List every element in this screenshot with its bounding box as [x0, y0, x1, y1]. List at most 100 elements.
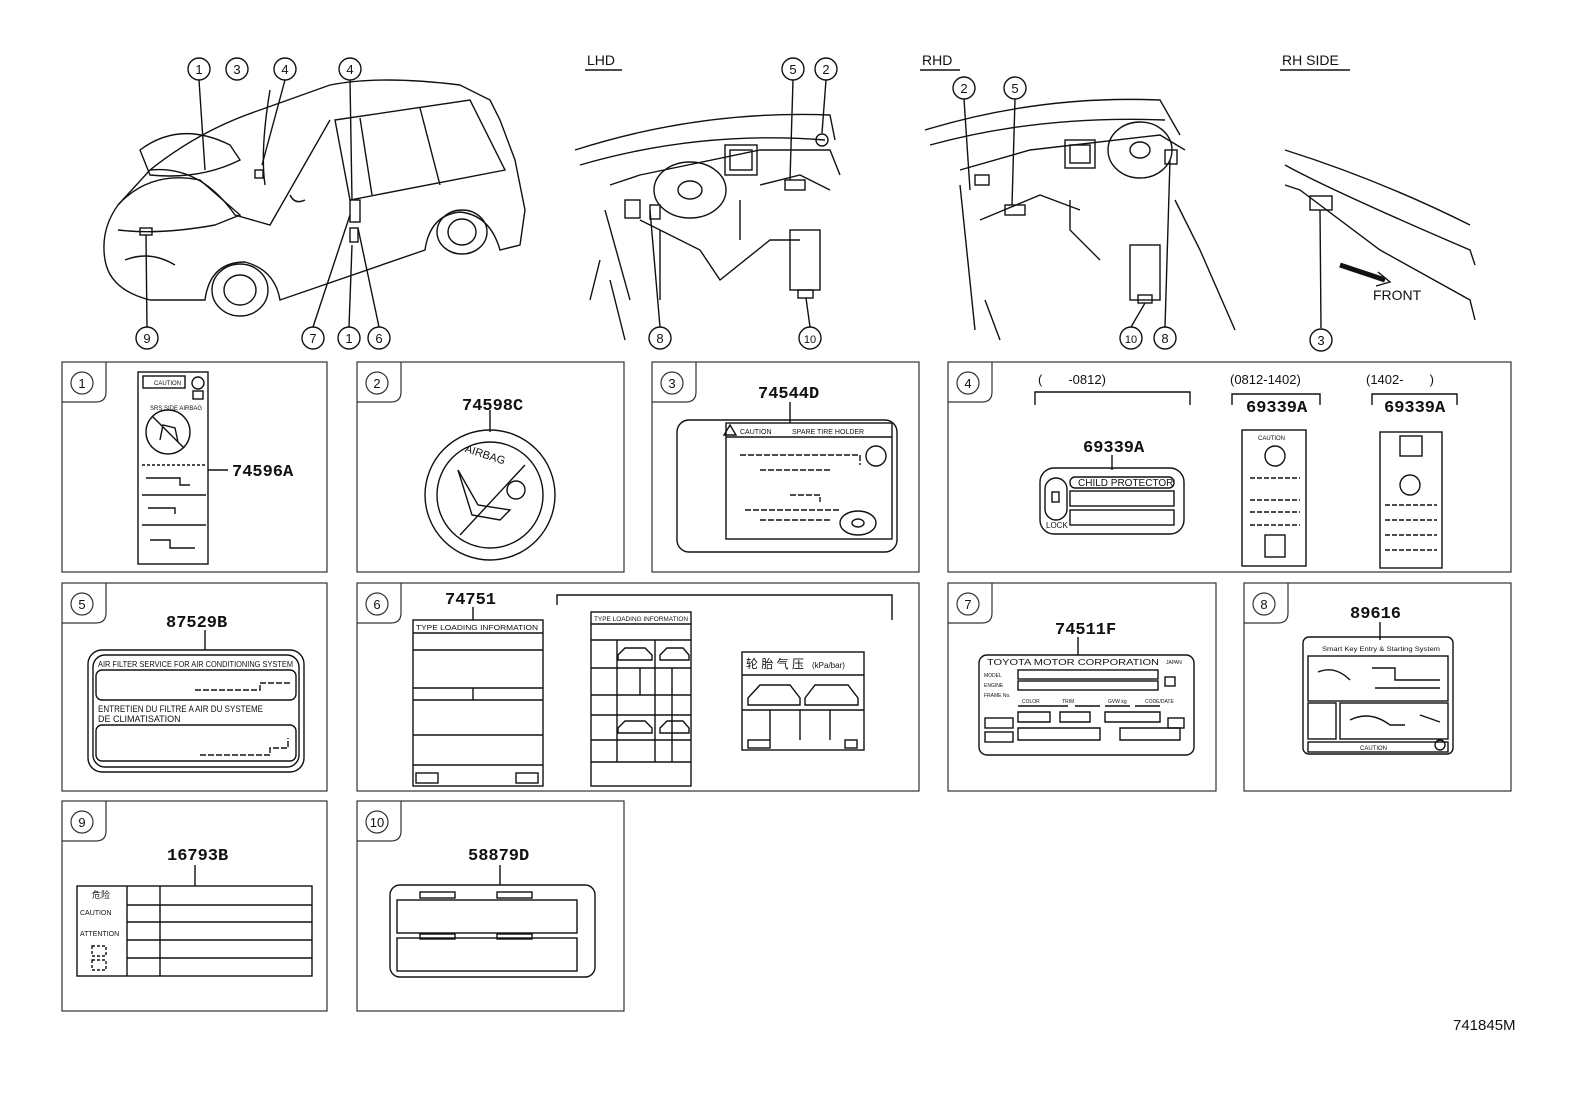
panel-number-p4: 4: [964, 376, 971, 391]
panel-p1: 1: [61, 361, 328, 573]
callout-10: 10: [798, 326, 822, 350]
footer-code: 741845M: [1453, 1017, 1516, 1034]
callout-2: 2: [952, 76, 976, 100]
panel-p2: 2: [356, 361, 625, 573]
p7-color-text: COLOR: [1022, 699, 1040, 705]
svg-text:5: 5: [1011, 81, 1018, 96]
svg-text:8: 8: [656, 331, 663, 346]
callout-7: 7: [301, 326, 325, 350]
p4-range-a: ( -0812): [1038, 372, 1106, 387]
p4-part-number-a: 69339A: [1083, 439, 1145, 458]
p7-engine-text: ENGINE: [984, 683, 1004, 689]
front-label: FRONT: [1373, 287, 1422, 303]
callout-10: 10: [1119, 326, 1143, 350]
p7-gvw-text: GVW kg: [1108, 699, 1127, 705]
label-74751: [412, 594, 893, 787]
p2-seal-text: AIRBAG: [463, 443, 506, 467]
p10-part-number: 58879D: [468, 847, 529, 866]
lhd-label: LHD: [587, 52, 615, 68]
p4-part-number-c: 69339A: [1384, 399, 1446, 418]
leader-line: [1164, 159, 1171, 328]
label-16793B: [76, 865, 313, 977]
p4-range-b: (0812-1402): [1230, 372, 1301, 387]
p4-lock-text: LOCK: [1046, 521, 1068, 530]
p9-part-number: 16793B: [167, 847, 228, 866]
view-titles: LHD RHD RH SIDE FRONT: [585, 52, 1422, 303]
label-89616: [1302, 622, 1454, 755]
label-74598C: [424, 410, 556, 561]
p9-attention-text: ATTENTION: [80, 931, 119, 938]
panel-number-p8: 8: [1260, 597, 1267, 612]
callout-3: 3: [1309, 328, 1333, 352]
p8-header-text: Smart Key Entry & Starting System: [1322, 647, 1440, 653]
p7-model-text: MODEL: [984, 673, 1002, 679]
leader-line: [357, 227, 380, 328]
callout-5: 5: [781, 57, 805, 81]
lhd-dashboard-illustration: [574, 113, 841, 341]
p1-caution-text: CAUTION: [154, 381, 181, 387]
callout-2: 2: [814, 57, 838, 81]
p8-caution-text: CAUTION: [1360, 746, 1387, 752]
panel-p7: 7: [947, 582, 1217, 792]
p8-part-number: 89616: [1350, 605, 1401, 624]
svg-text:3: 3: [233, 62, 240, 77]
p6-title-b: TYPE LOADING INFORMATION: [594, 617, 688, 623]
svg-text:2: 2: [960, 81, 967, 96]
p7-part-number: 74511F: [1055, 621, 1116, 640]
callout-3: 3: [225, 57, 249, 81]
panel-number-p5: 5: [78, 597, 85, 612]
callout-1: 1: [187, 57, 211, 81]
p6-cn-title: 轮 胎 气 压: [746, 656, 804, 671]
panel-p9: 9: [61, 800, 328, 1012]
callout-5: 5: [1003, 76, 1027, 100]
svg-text:7: 7: [309, 331, 316, 346]
svg-text:6: 6: [375, 331, 382, 346]
p5-part-number: 87529B: [166, 614, 227, 633]
rhd-dashboard-illustration: [924, 98, 1236, 341]
p5-line3: DE CLIMATISATION: [98, 714, 181, 724]
p5-line2: ENTRETIEN DU FILTRE A AIR DU SYSTEME: [98, 704, 263, 714]
p9-cn-text: 危险: [92, 889, 110, 900]
label-58879D: [389, 865, 596, 978]
svg-text:9: 9: [143, 331, 150, 346]
leader-line: [789, 79, 794, 181]
rh-side-illustration: [1284, 149, 1476, 321]
panel-number-p2: 2: [373, 376, 380, 391]
p6-cn-unit: (kPa/bar): [812, 661, 845, 670]
label-87529B: [87, 630, 305, 773]
svg-text:5: 5: [789, 62, 796, 77]
leader-line: [821, 79, 827, 134]
p9-caution-text: CAUTION: [80, 910, 112, 917]
p3-part-number: 74544D: [758, 385, 819, 404]
rhd-label: RHD: [922, 52, 952, 68]
p7-frame-text: FRAME No.: [984, 693, 1011, 699]
svg-text:1: 1: [195, 62, 202, 77]
svg-text:4: 4: [346, 62, 353, 77]
leader-line: [1130, 302, 1146, 328]
callout-1: 1: [337, 326, 361, 350]
p3-caution-text: CAUTION: [740, 429, 772, 436]
panel-p6: 6: [356, 582, 920, 792]
p6-title-a: TYPE LOADING INFORMATION: [416, 625, 538, 632]
svg-text:3: 3: [1317, 333, 1324, 348]
svg-text:1: 1: [345, 331, 352, 346]
label-74596A: [137, 371, 228, 565]
panel-p3: 3: [651, 361, 920, 573]
callout-8: 8: [648, 326, 672, 350]
leader-line: [198, 79, 206, 171]
panel-number-p6: 6: [373, 597, 380, 612]
panel-frames: 1 2 3 4 5 6 7 8 9 10: [61, 361, 1512, 1012]
p4-caution-text: CAUTION: [1258, 436, 1285, 442]
leader-line: [963, 98, 971, 191]
p4-part-number-b: 69339A: [1246, 399, 1308, 418]
leader-line: [145, 234, 148, 328]
leader-line: [1319, 209, 1322, 329]
p1-part-number: 74596A: [232, 463, 294, 482]
callout-9: 9: [135, 326, 159, 350]
panel-number-p10: 10: [370, 815, 384, 830]
callout-8: 8: [1153, 326, 1177, 350]
leader-line: [261, 79, 286, 166]
svg-text:8: 8: [1161, 331, 1168, 346]
panel-number-p9: 9: [78, 815, 85, 830]
